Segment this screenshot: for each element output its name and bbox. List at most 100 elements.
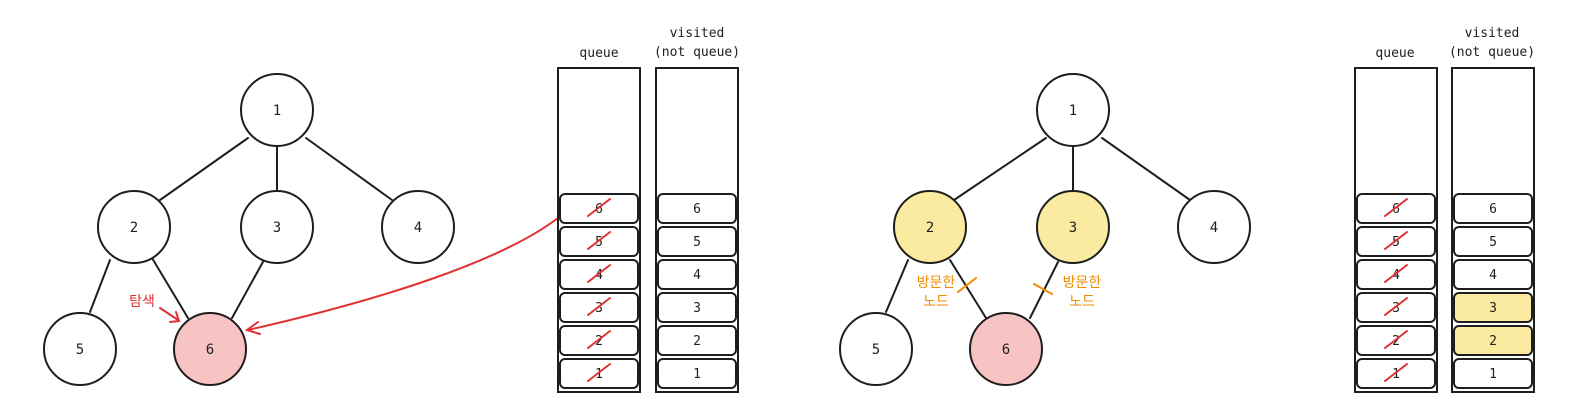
cell-value: 5	[1392, 235, 1400, 250]
node-label: 2	[926, 220, 934, 236]
edge-1-4	[1101, 137, 1191, 201]
right-graph: 1 2 3 4 5 6	[839, 73, 1251, 386]
cell-value: 6	[1392, 202, 1400, 217]
graph-node: 5	[43, 312, 117, 386]
node-label: 5	[76, 342, 84, 358]
queue-cell: 3	[559, 292, 639, 323]
edge-1-2	[159, 137, 249, 201]
explore-label: 탐색	[129, 294, 155, 310]
visited-cell: 4	[1453, 259, 1533, 290]
dequeued-strike	[1384, 198, 1408, 217]
cell-value: 4	[1489, 268, 1497, 283]
queue-cell: 2	[1356, 325, 1436, 356]
left-visited: visited (not queue) 65 4 3 2 1	[654, 26, 740, 393]
visited-note-line1: 방문한	[917, 275, 956, 291]
queue-cell: 2	[559, 325, 639, 356]
queue-cell: 3	[1356, 292, 1436, 323]
dequeue-arrow	[244, 217, 559, 335]
right-visited: visited (not queue) 6 5 4 3 2 1	[1449, 26, 1535, 393]
graph-node-visited: 3	[1036, 190, 1110, 264]
visited-note-right: 방문한 노드	[1063, 275, 1102, 310]
cell-value: 1	[1489, 367, 1497, 382]
cell-value: 6	[595, 202, 603, 217]
dequeued-strike	[587, 198, 611, 217]
graph-node-explored: 6	[969, 312, 1043, 386]
visited-cell: 3	[657, 292, 737, 323]
left-graph: 1 2 3 4 5 6	[43, 73, 455, 386]
cell-value: 1	[1392, 367, 1400, 382]
edge-1-2	[953, 137, 1047, 201]
visited-note-left: 방문한 노드	[917, 275, 956, 310]
node-label: 1	[1069, 103, 1077, 119]
visited-cell: 2	[657, 325, 737, 356]
node-label: 6	[206, 342, 214, 358]
visited-cell: 1	[657, 358, 737, 389]
graph-node: 5	[839, 312, 913, 386]
cell-value: 5	[595, 235, 603, 250]
cell-value: 5	[1489, 235, 1497, 250]
cell-value: 4	[1392, 268, 1400, 283]
visited-cell: 6	[1453, 193, 1533, 224]
visited-cell: 2	[1453, 325, 1533, 356]
visited-subheader: (not queue)	[654, 45, 740, 60]
queue-cell: 4	[559, 259, 639, 290]
graph-node: 1	[1036, 73, 1110, 147]
visited-subheader: (not queue)	[1449, 45, 1535, 60]
dequeued-strike	[587, 231, 611, 250]
queue-cell: 5	[559, 226, 639, 257]
visited-cell: 1	[1453, 358, 1533, 389]
queue-cell: 1	[559, 358, 639, 389]
graph-node: 4	[1177, 190, 1251, 264]
dequeued-strike	[587, 363, 611, 382]
queue-cell: 1	[1356, 358, 1436, 389]
cell-value: 2	[1392, 334, 1400, 349]
dequeued-strike	[1384, 231, 1408, 250]
cell-value: 2	[693, 334, 701, 349]
graph-node: 4	[381, 190, 455, 264]
edge-2-6	[949, 259, 987, 319]
dequeued-strike	[587, 297, 611, 316]
edge-2-6	[151, 257, 189, 319]
cell-value: 2	[595, 334, 603, 349]
cell-value: 2	[1489, 334, 1497, 349]
cell-value: 1	[693, 367, 701, 382]
cell-value: 3	[1392, 301, 1400, 316]
cell-value: 3	[1489, 301, 1497, 316]
edge-2-5	[885, 259, 909, 313]
visited-header: visited	[670, 26, 725, 41]
cell-value: 4	[693, 268, 701, 283]
dequeued-strike	[1384, 363, 1408, 382]
queue-cell: 4	[1356, 259, 1436, 290]
visited-header: visited	[1465, 26, 1520, 41]
node-label: 6	[1002, 342, 1010, 358]
visited-cell: 3	[1453, 292, 1533, 323]
node-label: 3	[1069, 220, 1077, 236]
visited-note-line2: 노드	[1069, 294, 1095, 310]
visited-note-line1: 방문한	[1063, 275, 1102, 291]
visited-cell: 6	[657, 193, 737, 224]
graph-node: 2	[97, 190, 171, 264]
edge-1-4	[305, 137, 393, 201]
dequeued-strike	[1384, 297, 1408, 316]
edge-2-5	[89, 259, 111, 313]
visited-cell: 5	[1453, 226, 1533, 257]
dequeued-strike	[1384, 330, 1408, 349]
cell-value: 1	[595, 367, 603, 382]
explore-arrow	[159, 307, 181, 323]
dequeued-strike	[587, 330, 611, 349]
dequeued-strike	[587, 264, 611, 283]
node-label: 4	[1210, 220, 1218, 236]
cell-value: 3	[693, 301, 701, 316]
queue-cell: 6	[559, 193, 639, 224]
node-label: 4	[414, 220, 422, 236]
node-label: 1	[273, 103, 281, 119]
graph-node: 1	[240, 73, 314, 147]
cell-value: 6	[1489, 202, 1497, 217]
cell-value: 3	[595, 301, 603, 316]
graph-node-explored: 6	[173, 312, 247, 386]
node-label: 3	[273, 220, 281, 236]
visited-cell: 5	[657, 226, 737, 257]
